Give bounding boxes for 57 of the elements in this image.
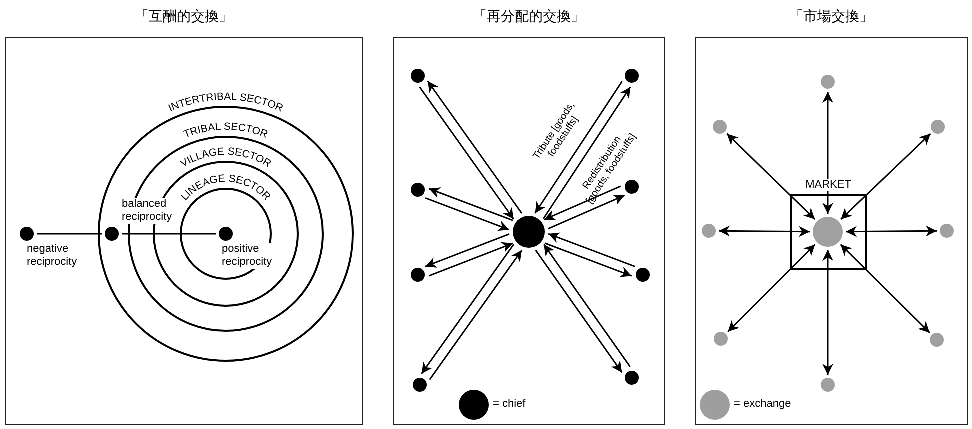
chief-dot <box>513 216 545 248</box>
dot <box>931 120 945 134</box>
dot <box>930 333 944 347</box>
dot <box>713 120 727 134</box>
market-label: MARKET <box>804 179 854 191</box>
arrow <box>544 242 632 278</box>
dot-label: positive reciprocity <box>222 243 272 269</box>
dot <box>821 378 835 392</box>
legend-label: = chief <box>493 398 526 410</box>
dot <box>714 332 728 346</box>
dot <box>625 371 639 385</box>
arrow <box>419 86 515 220</box>
arrow <box>427 80 523 214</box>
arrow <box>425 234 510 268</box>
panel-heading: 「互酬的交換」 <box>134 8 234 26</box>
double-arrow <box>840 133 932 220</box>
dot <box>625 180 639 194</box>
dot <box>411 183 425 197</box>
double-arrow <box>846 226 937 238</box>
arrow <box>543 86 632 220</box>
legend-label: = exchange <box>734 398 792 410</box>
arrow <box>428 188 514 222</box>
arrow <box>428 242 514 277</box>
arrow <box>535 250 623 374</box>
sector-label: TRIBAL SECTOR <box>182 120 270 141</box>
arrow <box>429 250 523 380</box>
dot <box>411 69 425 83</box>
dot <box>219 227 233 241</box>
double-arrow <box>822 92 834 214</box>
dot-label: balanced reciprocity <box>122 198 172 224</box>
double-arrow <box>822 250 834 375</box>
arrow <box>544 186 622 220</box>
dot <box>702 224 716 238</box>
arrow <box>425 198 510 232</box>
arrow <box>548 194 626 230</box>
dot <box>625 69 639 83</box>
dot <box>940 224 954 238</box>
dot <box>821 75 835 89</box>
panel-heading: 「市場交換」 <box>788 8 874 26</box>
connector-line <box>37 233 102 235</box>
panel-heading: 「再分配的交換」 <box>472 8 586 26</box>
arrow <box>421 244 515 374</box>
double-arrow <box>840 244 930 334</box>
double-arrow <box>726 133 816 220</box>
dot <box>105 227 119 241</box>
dot <box>413 378 427 392</box>
arrow <box>534 81 623 214</box>
arrow <box>548 232 636 268</box>
dot <box>636 268 650 282</box>
dot-label: negative reciprocity <box>27 243 78 269</box>
connector-line <box>122 233 216 235</box>
double-arrow <box>728 244 816 332</box>
dot <box>411 268 425 282</box>
double-arrow <box>719 226 810 238</box>
dot <box>20 227 34 241</box>
arrow <box>543 244 631 368</box>
exchange-dot <box>813 217 843 247</box>
